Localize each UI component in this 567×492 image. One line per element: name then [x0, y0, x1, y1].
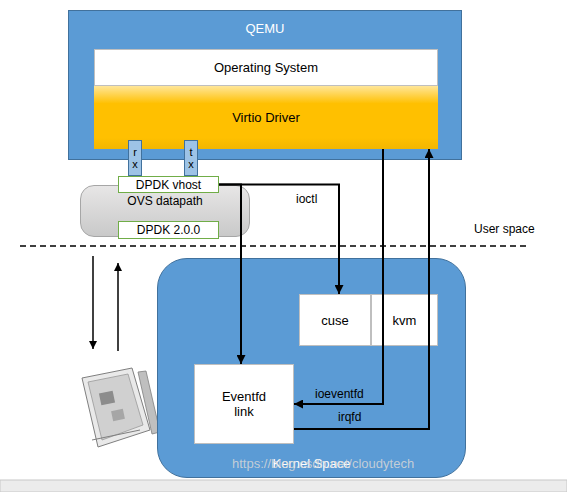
node-label: kvm — [393, 313, 417, 328]
nic-rx-arrow — [92, 256, 94, 349]
node-label: tx — [188, 146, 195, 170]
edge-label: ioctl — [296, 192, 317, 206]
module-box: cuse — [299, 294, 371, 346]
node-label: Eventfd link — [215, 389, 273, 419]
module-box: kvm — [371, 294, 438, 346]
queue-port: rx — [128, 140, 142, 176]
nic-card — [82, 368, 160, 447]
node-label: DPDK 2.0.0 — [137, 223, 200, 237]
library-box: DPDK vhost — [118, 176, 219, 193]
library-box: DPDK 2.0.0 — [118, 221, 219, 239]
edge-label: irqfd — [338, 410, 361, 424]
driver-box: Virtio Driver — [94, 86, 438, 149]
node-label: rx — [132, 146, 139, 170]
node-label: cuse — [321, 313, 348, 328]
region-label: User space — [474, 222, 535, 236]
kernel-container: Kernel SpacecusekvmEventfd link — [157, 258, 466, 478]
node-label: DPDK vhost — [136, 178, 201, 192]
queue-port: tx — [184, 140, 198, 176]
node-label: QEMU — [246, 21, 285, 36]
watermark: https://blog.csdn.net/cloudytech — [232, 457, 414, 471]
node-label: Operating System — [214, 60, 318, 75]
space-divider — [20, 245, 527, 247]
node-label: OVS datapath — [127, 194, 202, 209]
edge-label: ioeventfd — [315, 387, 364, 401]
vm-container: QEMU Operating SystemVirtio Driver — [68, 10, 462, 160]
datapath-box: OVS datapathDPDK vhostDPDK 2.0.0 — [80, 185, 250, 237]
nic-tx-arrow — [117, 263, 119, 351]
os-box: Operating System — [94, 49, 438, 86]
module-box: Eventfd link — [194, 364, 294, 444]
node-label: Virtio Driver — [232, 110, 300, 125]
scroll-bar — [0, 480, 567, 492]
